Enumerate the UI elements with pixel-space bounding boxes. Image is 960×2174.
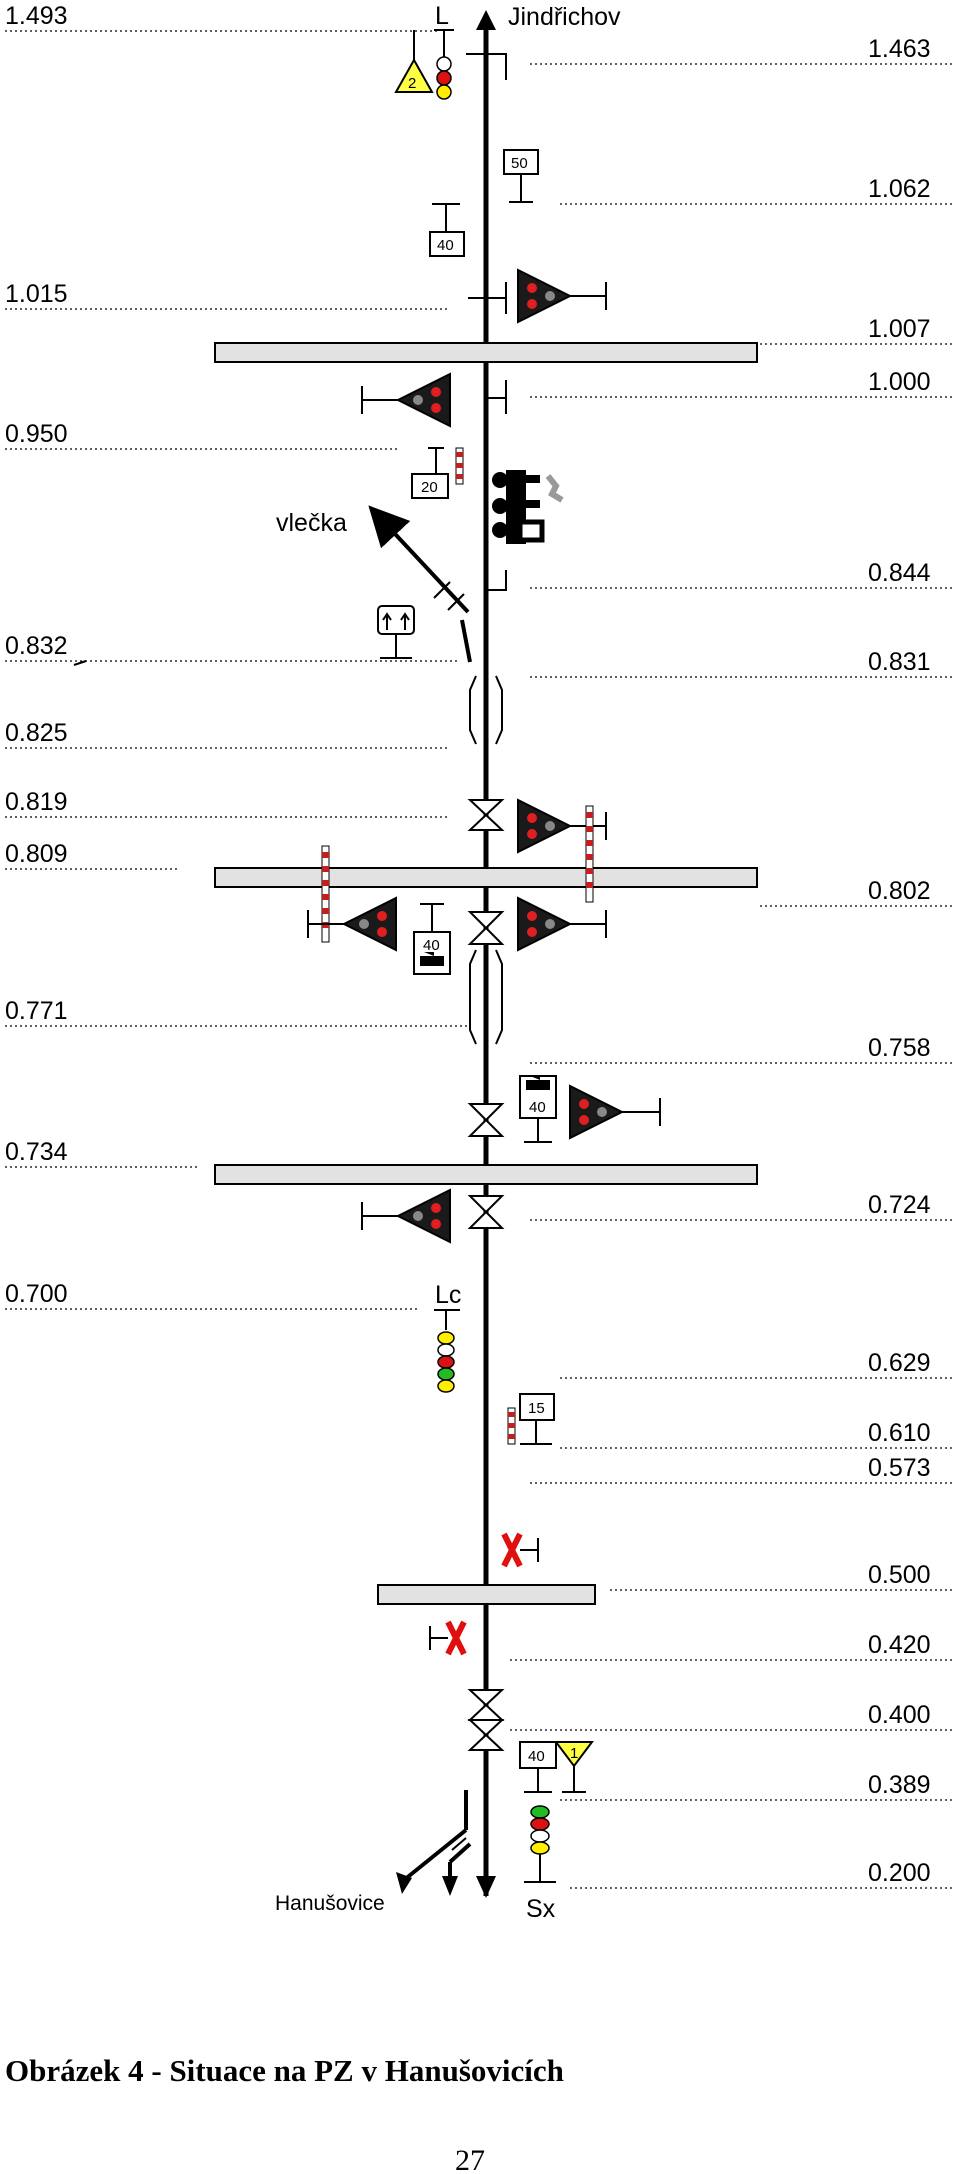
speed-board-40-upper-label: 40 xyxy=(437,237,454,254)
km-right-0389: 0.389 xyxy=(868,1771,931,1799)
km-right-0610: 0.610 xyxy=(868,1419,931,1447)
kilometre-labels-right: 1.463 1.062 1.007 1.000 0.844 0.831 0.80… xyxy=(510,35,955,1889)
km-right-0629: 0.629 xyxy=(868,1349,931,1377)
km-left-0825: 0.825 xyxy=(5,719,68,747)
speed-board-50-label: 50 xyxy=(511,155,528,172)
figure-caption: Obrázek 4 - Situace na PZ v Hanušovicích xyxy=(5,2053,564,2088)
km-right-0573: 0.573 xyxy=(868,1454,931,1482)
km-left-0734: 0.734 xyxy=(5,1138,68,1166)
km-right-0200: 0.200 xyxy=(868,1859,931,1887)
speed-board-15: 15 xyxy=(507,1393,555,1445)
speed-board-40-train-lower-label: 40 xyxy=(529,1099,546,1116)
barrier-post-left-0802 xyxy=(321,845,330,943)
speed-board-40-bottom-label: 40 xyxy=(528,1748,545,1765)
km-right-1007: 1.007 xyxy=(868,315,931,343)
triangle-signal-0819 xyxy=(517,798,607,903)
shunting-signal-cluster xyxy=(492,470,564,544)
red-x-sign-lower xyxy=(429,1620,467,1656)
triangle-signal-right-0802 xyxy=(517,896,607,952)
km-left-1015: 1.015 xyxy=(5,280,68,308)
track-section-markers xyxy=(466,53,507,591)
main-signal-l xyxy=(434,29,454,100)
siding-branch xyxy=(368,505,472,663)
siding-label-vlecka: vlečka xyxy=(276,509,347,537)
speed-board-20-label: 20 xyxy=(421,479,438,496)
bridge-marks-0825 xyxy=(469,675,503,745)
level-crossing-0734 xyxy=(214,1164,758,1185)
kilometre-labels-left: 1.493 1.015 0.950 0.832 0.825 0.819 0.80… xyxy=(5,2,470,1310)
km-left-0700: 0.700 xyxy=(5,1280,68,1308)
speed-board-40-train-upper-label: 40 xyxy=(423,937,440,954)
km-right-0831: 0.831 xyxy=(868,648,931,676)
km-left-0771: 0.771 xyxy=(5,997,68,1025)
crossing-bowtie-0400 xyxy=(467,1689,505,1751)
page-number: 27 xyxy=(455,2144,485,2174)
km-left-0832: 0.832 xyxy=(5,632,68,660)
km-left-0950: 0.950 xyxy=(5,420,68,448)
triangle-signal-1015 xyxy=(517,268,607,324)
direction-label-jindrichov: Jindřichov xyxy=(508,3,621,31)
speed-board-15-label: 15 xyxy=(528,1400,545,1417)
crossing-bowtie-0734 xyxy=(467,1103,505,1137)
km-right-0500: 0.500 xyxy=(868,1561,931,1589)
triangle-signal-left-0802 xyxy=(307,896,397,952)
crossing-bowtie-0802 xyxy=(467,911,505,945)
main-signal-sx xyxy=(524,1805,556,1883)
advance-warning-triangle-2: 2 xyxy=(394,30,434,93)
speed-board-40-bottom: 40 xyxy=(519,1741,557,1793)
km-right-0802: 0.802 xyxy=(868,877,931,905)
speed-board-20: 20 xyxy=(411,447,464,499)
km-right-0844: 0.844 xyxy=(868,559,931,587)
signal-label-lc: Lc xyxy=(435,1281,461,1309)
direction-label-hanusovice: Hanušovice xyxy=(275,1892,385,1915)
bridge-marks-0771 xyxy=(469,949,503,1045)
signal-label-sx: Sx xyxy=(526,1895,556,1923)
speed-board-40-train-upper: 40 xyxy=(413,903,451,975)
crossing-bowtie-0724 xyxy=(467,1195,505,1229)
triangle-signal-0950 xyxy=(361,372,451,428)
crossing-bowtie-0819 xyxy=(467,799,505,831)
speed-board-40-train-lower: 40 xyxy=(519,1075,557,1143)
branch-tracks-hanusovice xyxy=(396,1790,472,1896)
level-crossing-0802 xyxy=(214,867,758,888)
km-right-0758: 0.758 xyxy=(868,1034,931,1062)
siding-sign-board xyxy=(73,605,415,666)
km-left-0809: 0.809 xyxy=(5,840,68,868)
level-crossing-0500 xyxy=(377,1584,596,1605)
km-right-1463: 1.463 xyxy=(868,35,931,63)
signal-label-l: L xyxy=(435,2,449,30)
level-crossing-1007 xyxy=(214,342,758,363)
warning-triangle-number-1: 1 xyxy=(570,1745,578,1762)
km-left-0819: 0.819 xyxy=(5,788,68,816)
main-signal-lc xyxy=(434,1309,460,1393)
advance-warning-triangle-1: 1 xyxy=(554,1741,594,1793)
warning-triangle-number: 2 xyxy=(408,75,416,92)
triangle-signal-0758 xyxy=(569,1084,661,1140)
km-left-1493: 1.493 xyxy=(5,2,68,30)
main-track xyxy=(476,10,496,1898)
triangle-signal-0724 xyxy=(361,1188,451,1244)
km-right-1062: 1.062 xyxy=(868,175,931,203)
km-right-1000: 1.000 xyxy=(868,368,931,396)
level-crossings xyxy=(214,342,758,1605)
speed-board-40-upper: 40 xyxy=(429,203,465,257)
speed-board-50: 50 xyxy=(503,149,539,203)
km-right-0400: 0.400 xyxy=(868,1701,931,1729)
km-right-0724: 0.724 xyxy=(868,1191,931,1219)
km-right-0420: 0.420 xyxy=(868,1631,931,1659)
red-x-sign-upper xyxy=(501,1532,539,1568)
